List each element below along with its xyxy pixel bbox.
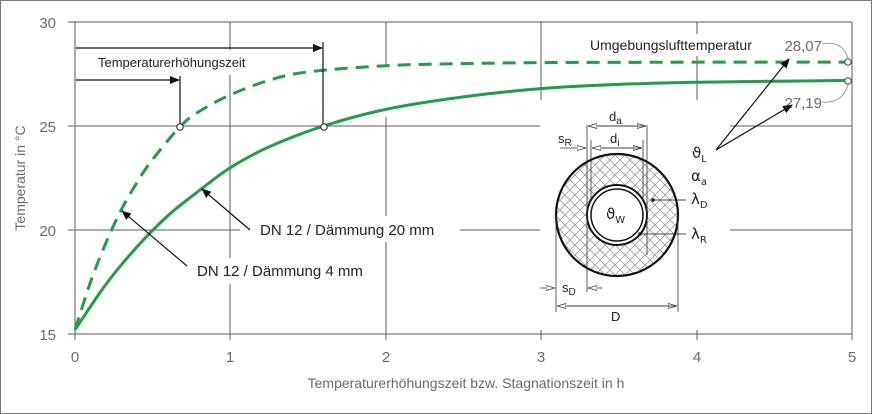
curve-insulation-20mm <box>73 78 853 331</box>
y-axis-ticks: 30 25 20 15 <box>39 15 56 344</box>
y-axis-label: Temperatur in °C <box>12 125 28 230</box>
label-backgrounds <box>90 34 848 330</box>
svg-text:sD: sD <box>562 280 576 298</box>
pipe-inner-circle <box>590 188 644 242</box>
y-tick-30: 30 <box>39 15 56 32</box>
y-tick-20: 20 <box>39 223 56 240</box>
theta-l-arrows <box>715 58 793 151</box>
svg-text:λR: λR <box>691 225 707 246</box>
point-20mm-25C <box>320 123 328 131</box>
temp-rise-label: Temperaturerhöhungszeit <box>98 55 246 70</box>
svg-text:di: di <box>610 131 619 149</box>
pipe-cross-section-diagram: da di sR sD D ϑW ϑL αa λD λR <box>540 109 708 324</box>
svg-text:5: 5 <box>848 349 856 366</box>
ambient-air-label: Umgebungslufttemperatur <box>590 37 752 53</box>
svg-text:2: 2 <box>382 349 390 366</box>
series-label-arrows <box>121 188 251 267</box>
x-axis-label: Temperaturerhöhungszeit bzw. Stagnations… <box>308 375 625 391</box>
svg-text:sR: sR <box>558 131 572 149</box>
x-axis-ticks: 0 1 2 3 4 5 <box>71 349 856 366</box>
temp-rise-arrows <box>76 42 324 126</box>
svg-text:3: 3 <box>537 349 545 366</box>
svg-text:ϑL: ϑL <box>692 144 707 165</box>
label-insulation-20mm: DN 12 / Dämmung 20 mm <box>260 222 434 239</box>
value-label-solid: 27,19 <box>784 95 822 112</box>
label-insulation-4mm: DN 12 / Dämmung 4 mm <box>197 263 363 280</box>
svg-text:da: da <box>609 109 622 127</box>
curve-insulation-4mm <box>73 60 852 331</box>
svg-text:0: 0 <box>71 349 79 366</box>
end-point-dashed <box>844 58 852 66</box>
end-point-solid <box>844 77 852 85</box>
svg-text:4: 4 <box>693 349 701 366</box>
y-tick-25: 25 <box>39 119 56 136</box>
svg-text:1: 1 <box>226 349 234 366</box>
svg-text:D: D <box>611 309 620 324</box>
point-4mm-25C <box>176 123 184 131</box>
y-tick-15: 15 <box>39 327 56 344</box>
value-label-dashed: 28,07 <box>784 38 822 55</box>
svg-text:αa: αa <box>691 167 707 188</box>
svg-text:λD: λD <box>691 190 708 211</box>
svg-text:ϑW: ϑW <box>606 205 625 226</box>
